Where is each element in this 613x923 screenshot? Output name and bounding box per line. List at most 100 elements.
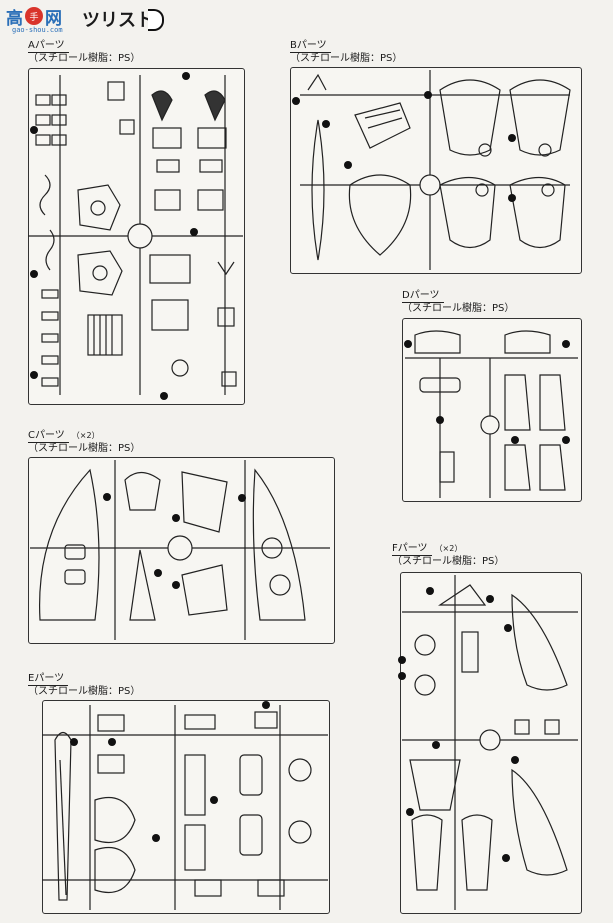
part-c-plate <box>181 564 228 616</box>
part-c-slot <box>64 544 86 560</box>
part-number-marker <box>404 340 412 348</box>
part-a-piece <box>107 81 125 101</box>
part-number-marker <box>70 738 78 746</box>
part-number-marker <box>172 581 180 589</box>
part-b-panel <box>354 102 411 149</box>
part-number-marker <box>508 134 516 142</box>
part-e-panel <box>239 754 263 796</box>
part-number-marker <box>322 120 330 128</box>
part-a-arm <box>204 90 226 122</box>
part-a-cable <box>45 229 55 271</box>
part-number-marker <box>432 741 440 749</box>
part-d-leg <box>539 374 566 431</box>
logo-tail: 网 <box>45 8 62 29</box>
part-number-marker <box>511 436 519 444</box>
part-e-ring <box>288 758 312 782</box>
part-c-wing <box>252 468 306 621</box>
runner-a-hub <box>127 223 153 249</box>
part-number-marker <box>30 371 38 379</box>
part-number-marker <box>190 228 198 236</box>
part-number-marker <box>344 161 352 169</box>
part-number-marker <box>486 595 494 603</box>
title-bracket <box>148 9 164 31</box>
part-a-clip <box>217 261 235 276</box>
part-number-marker <box>511 756 519 764</box>
part-number-marker <box>30 126 38 134</box>
part-f-fin <box>438 584 487 606</box>
part-f-piece <box>514 719 530 735</box>
page-title: ツリスト <box>82 10 154 31</box>
logo-badge: 手 <box>25 7 43 25</box>
part-number-marker <box>108 738 116 746</box>
part-a-piece <box>51 114 67 126</box>
part-c-spike <box>129 549 156 621</box>
part-e-ring <box>288 820 312 844</box>
part-d-block <box>504 330 551 354</box>
part-a-block <box>152 127 182 149</box>
part-e-piece <box>254 711 278 729</box>
part-d-bar <box>419 377 461 393</box>
part-d-leg <box>504 374 531 431</box>
part-a-piece <box>41 355 59 365</box>
part-number-marker <box>238 494 246 502</box>
part-a-shell <box>77 184 121 231</box>
part-a-cable <box>39 174 51 216</box>
part-e-armor <box>94 846 136 894</box>
part-number-marker <box>154 569 162 577</box>
part-a-block <box>156 159 180 173</box>
part-label-f: Fパーツ（×2） （スチロール樹脂：PS） <box>392 543 504 568</box>
part-b-joint <box>541 183 555 197</box>
part-b-joint <box>475 183 489 197</box>
part-b-armor <box>509 79 571 156</box>
part-material-e: （スチロール樹脂：PS） <box>28 686 141 697</box>
logo-url: gao-shou.com <box>12 26 63 34</box>
part-f-disc <box>414 634 436 656</box>
part-number-marker <box>210 796 218 804</box>
part-number-marker <box>30 270 38 278</box>
part-b-shield <box>348 174 412 256</box>
part-f-disc <box>414 674 436 696</box>
part-e-armor <box>94 796 136 844</box>
part-c-slot <box>64 569 86 585</box>
part-number-marker <box>562 340 570 348</box>
part-a-piece <box>35 134 51 146</box>
part-f-wing <box>511 593 568 691</box>
part-d-leg <box>504 444 531 491</box>
part-d-post <box>439 451 455 483</box>
part-a-piece <box>221 371 237 387</box>
part-f-piece <box>544 719 560 735</box>
part-label-d: Dパーツ （スチロール樹脂：PS） <box>402 290 514 315</box>
part-c-cap <box>124 471 161 511</box>
part-a-piece <box>51 134 67 146</box>
runner-b-hub <box>419 174 441 196</box>
part-a-round <box>171 359 189 377</box>
part-f-cone <box>409 759 461 811</box>
part-label-a: Aパーツ （スチロール樹脂：PS） <box>28 40 140 65</box>
part-number-marker <box>160 392 168 400</box>
part-number-marker <box>262 701 270 709</box>
part-a-piece <box>41 311 59 321</box>
part-f-post <box>461 631 479 673</box>
part-material-a: （スチロール樹脂：PS） <box>28 53 141 64</box>
part-b-joint <box>478 143 492 157</box>
part-a-piece <box>41 289 59 299</box>
part-a-grille <box>87 314 123 356</box>
part-b-armor <box>439 176 496 249</box>
part-e-panel <box>239 814 263 856</box>
part-qty-f: （×2） <box>434 544 463 553</box>
part-a-block <box>154 189 181 211</box>
part-e-spear <box>54 731 72 901</box>
part-number-marker <box>398 672 406 680</box>
part-f-wing <box>511 768 568 876</box>
part-a-arm <box>151 90 173 122</box>
part-qty-c: （×2） <box>71 431 100 440</box>
part-f-leg <box>461 814 493 891</box>
part-a-piece <box>41 377 59 387</box>
part-e-piece <box>257 879 285 897</box>
part-a-piece <box>35 114 51 126</box>
part-a-shell <box>77 250 123 296</box>
part-a-block <box>197 127 227 149</box>
part-number-marker <box>426 587 434 595</box>
part-e-frame <box>184 824 206 871</box>
part-number-marker <box>103 493 111 501</box>
